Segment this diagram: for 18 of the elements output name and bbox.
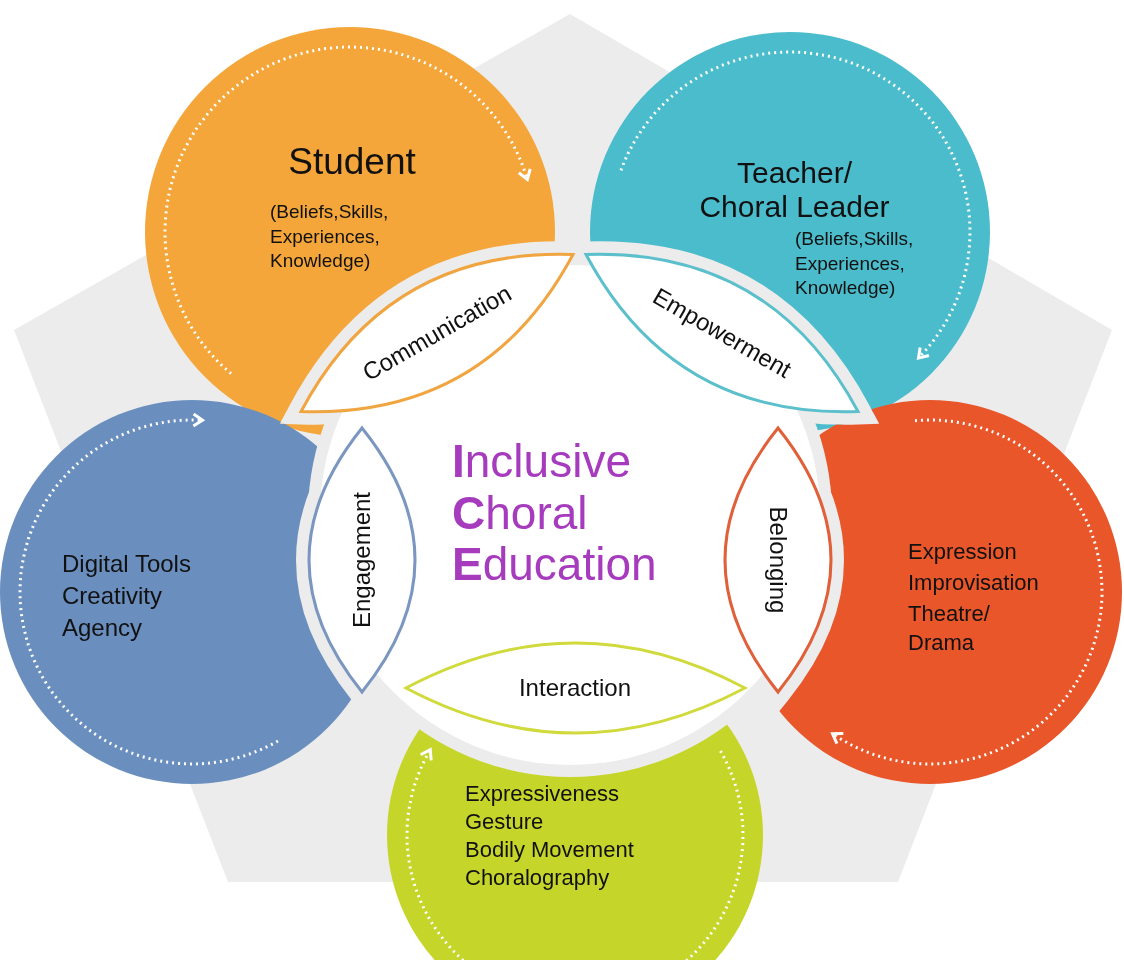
- petal-title: Teacher/ Choral Leader: [698, 156, 891, 224]
- lens-label: Engagement: [348, 491, 376, 629]
- petal-text: Digital Tools: [62, 549, 192, 579]
- petal-text: Choralography: [465, 864, 611, 892]
- petal-text: (Beliefs,Skills, Experiences, Knowledge): [795, 227, 915, 301]
- lens-label: Interaction: [518, 674, 632, 702]
- center-title: Inclusive Choral Education: [452, 436, 722, 591]
- petal-text: Expression: [908, 538, 1018, 566]
- petal-text: Improvisation: [908, 569, 1040, 597]
- petal-text: Agency: [62, 613, 144, 643]
- petal-text: Expressiveness: [465, 780, 621, 808]
- petal-text: Creativity: [62, 581, 164, 611]
- petal-text: Bodily Movement: [465, 836, 635, 864]
- lens-label: Belonging: [764, 506, 792, 614]
- petal-text: (Beliefs,Skills, Experiences, Knowledge): [270, 200, 390, 274]
- petal-text: Gesture: [465, 808, 545, 836]
- petal-text: Theatre/ Drama: [908, 600, 991, 657]
- petal-title: Student: [287, 140, 417, 184]
